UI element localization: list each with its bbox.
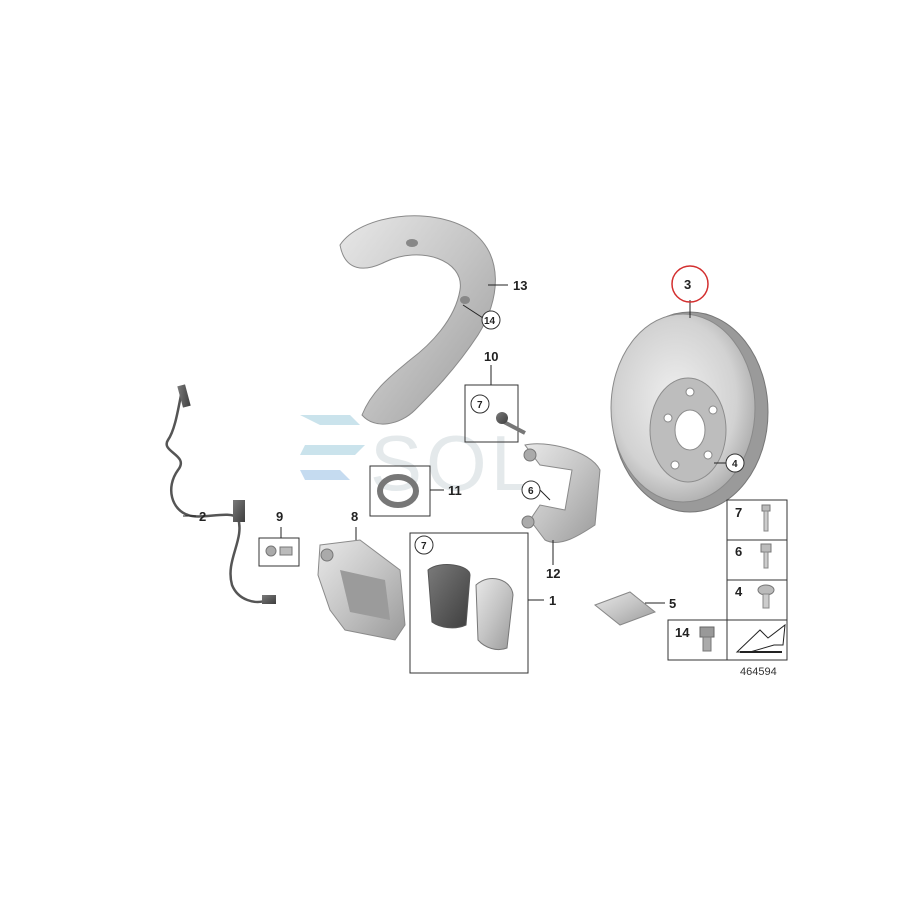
brake-disc-part bbox=[610, 311, 769, 513]
bleeder-valve-part bbox=[258, 537, 300, 567]
legend-row-4-label: 14 bbox=[675, 625, 690, 640]
callout-1: 1 bbox=[549, 593, 556, 608]
fastener-legend: 7 6 4 14 464594 bbox=[667, 499, 788, 678]
callout-11: 11 bbox=[448, 483, 462, 498]
watermark-text: SOL bbox=[370, 419, 538, 507]
part-9-box bbox=[258, 537, 300, 567]
direction-arrow-icon bbox=[735, 623, 786, 653]
legend-row-3-label: 4 bbox=[735, 584, 743, 599]
callout-3: 3 bbox=[684, 277, 691, 292]
callout-2: 2 bbox=[199, 509, 206, 524]
part-1-box bbox=[409, 532, 529, 674]
callout-9: 9 bbox=[276, 509, 283, 524]
callout-12: 12 bbox=[546, 566, 560, 581]
callout-7-circled: 7 bbox=[477, 400, 483, 411]
watermark: SOL bbox=[300, 415, 538, 507]
bolt-icon bbox=[761, 504, 771, 532]
caliper-carrier-part bbox=[521, 443, 601, 543]
seal-ring-part bbox=[369, 465, 431, 517]
callout-5: 5 bbox=[669, 596, 676, 611]
highlight-ring-3 bbox=[671, 265, 709, 303]
brake-pads-part bbox=[409, 532, 529, 674]
hex-nut-icon bbox=[699, 626, 715, 652]
part-11-box bbox=[369, 465, 431, 517]
callout-8: 8 bbox=[351, 509, 358, 524]
reference-number: 464594 bbox=[740, 666, 777, 678]
grease-packet-part bbox=[593, 591, 657, 626]
callout-14-circled: 14 bbox=[484, 316, 496, 327]
callout-6-circled: 6 bbox=[528, 486, 534, 497]
brake-caliper-part bbox=[317, 539, 406, 641]
callout-4-circled: 4 bbox=[732, 459, 738, 470]
callout-7-pads: 7 bbox=[421, 541, 427, 552]
collar-bolt-icon bbox=[757, 584, 775, 609]
legend-row-1-label: 7 bbox=[735, 505, 742, 520]
heat-shield-part bbox=[339, 215, 496, 425]
wear-sensor-cable-part bbox=[165, 384, 276, 604]
legend-row-2-label: 6 bbox=[735, 544, 742, 559]
callout-13: 13 bbox=[513, 278, 527, 293]
callout-10: 10 bbox=[484, 349, 498, 364]
flange-bolt-icon bbox=[760, 543, 772, 569]
leader-lines bbox=[183, 284, 726, 604]
